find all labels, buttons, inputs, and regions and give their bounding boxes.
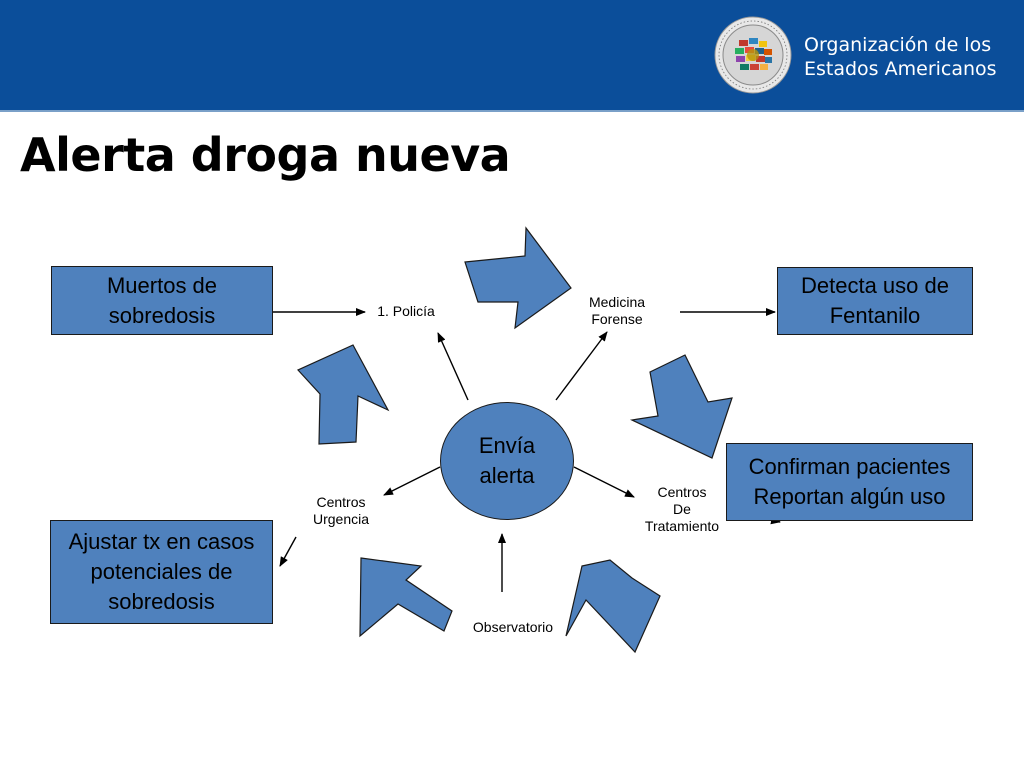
box-muertos-sobredosis: Muertos de sobredosis bbox=[51, 266, 273, 335]
center-node-envia-alerta: Envía alerta bbox=[440, 402, 574, 520]
oas-seal-icon bbox=[714, 16, 792, 94]
node-tratamiento-line-3: Tratamiento bbox=[644, 518, 720, 534]
cycle-arrow-left bbox=[296, 344, 390, 445]
header-bar: Organización de los Estados Americanos bbox=[0, 0, 1024, 112]
box-fentanilo-line-1: Detecta uso de bbox=[801, 273, 949, 298]
box-muertos-line-2: sobredosis bbox=[108, 302, 216, 328]
center-line-2: alerta bbox=[479, 463, 535, 488]
box-detecta-fentanilo: Detecta uso de Fentanilo bbox=[777, 267, 973, 335]
node-observatorio-label: Observatorio bbox=[472, 619, 554, 635]
connector-center-urgencia bbox=[383, 466, 441, 496]
node-forense-line-1: Medicina bbox=[588, 294, 646, 310]
cycle-arrow-bottom-left bbox=[359, 557, 453, 638]
box-ajustar-tx: Ajustar tx en casos potenciales de sobre… bbox=[50, 520, 273, 624]
org-name-line-1: Organización de los bbox=[804, 34, 992, 56]
node-urgencia-line-1: Centros bbox=[316, 494, 366, 510]
page-title: Alerta droga nueva bbox=[20, 128, 511, 182]
node-centros-tratamiento: Centros De Tratamiento bbox=[632, 484, 732, 535]
cycle-arrow-right-upper bbox=[629, 354, 733, 459]
node-policia-label: 1. Policía bbox=[377, 303, 435, 319]
connector-urgencia-ajustar bbox=[279, 536, 297, 567]
node-urgencia-line-2: Urgencia bbox=[312, 511, 370, 527]
organization-name: Organización de los Estados Americanos bbox=[804, 33, 997, 81]
box-fentanilo-line-2: Fentanilo bbox=[829, 303, 921, 328]
connector-center-policia bbox=[437, 332, 469, 401]
node-forense-line-2: Forense bbox=[591, 311, 643, 327]
org-name-line-2: Estados Americanos bbox=[804, 58, 997, 80]
box-confirman-pacientes: Confirman pacientes Reportan algún uso bbox=[726, 443, 973, 521]
connector-center-tratamiento bbox=[573, 466, 635, 498]
box-muertos-line-1: Muertos de bbox=[106, 272, 218, 298]
box-ajustar-line-3: sobredosis bbox=[108, 589, 215, 614]
cycle-arrow-right-lower bbox=[565, 559, 661, 654]
box-ajustar-line-1: Ajustar tx en casos bbox=[68, 529, 255, 554]
node-observatorio: Observatorio bbox=[458, 619, 568, 636]
node-tratamiento-line-1: Centros bbox=[657, 484, 707, 500]
box-pacientes-line-1: Confirman pacientes bbox=[748, 454, 951, 479]
cycle-arrow-top bbox=[464, 226, 572, 330]
node-tratamiento-line-2: De bbox=[673, 501, 691, 517]
connector-center-forense bbox=[555, 331, 608, 401]
node-centros-urgencia: Centros Urgencia bbox=[300, 494, 382, 528]
node-policia: 1. Policía bbox=[366, 303, 446, 320]
box-pacientes-line-2: Reportan algún uso bbox=[753, 484, 946, 509]
node-medicina-forense: Medicina Forense bbox=[572, 294, 662, 328]
box-ajustar-line-2: potenciales de bbox=[90, 559, 233, 584]
center-line-1: Envía bbox=[478, 433, 536, 458]
